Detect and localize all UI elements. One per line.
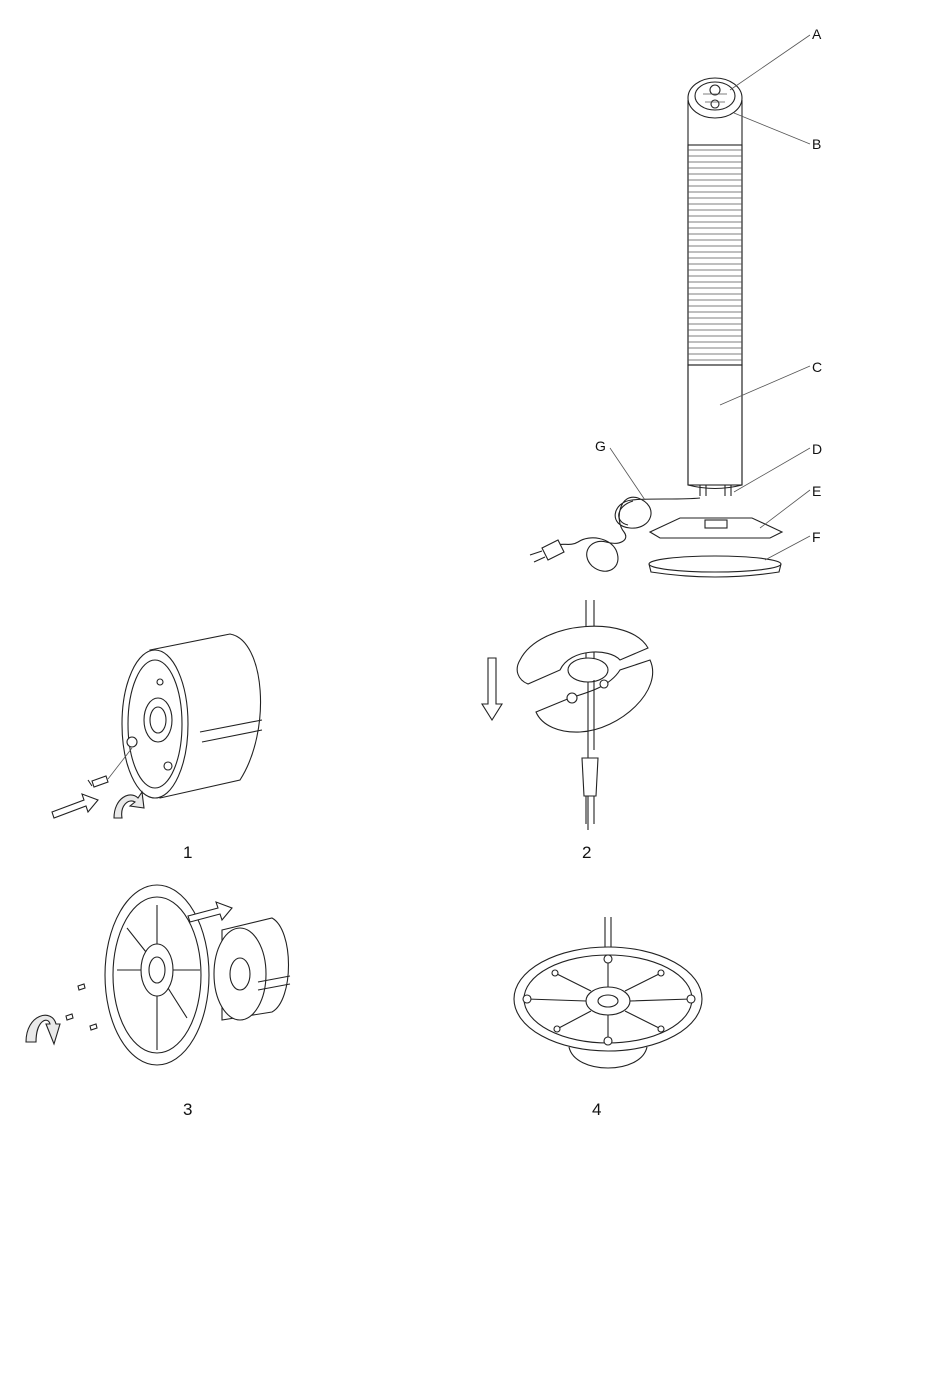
step-3-figure — [22, 890, 312, 1080]
tower-fan-overview-figure: A B C D E F G — [520, 20, 940, 590]
step-2-figure — [480, 600, 680, 840]
step-1-figure — [40, 620, 300, 840]
step-1-number: 1 — [183, 843, 192, 863]
part-label-g: G — [595, 438, 606, 454]
step-4-number: 4 — [592, 1100, 601, 1120]
step-4-figure — [505, 915, 715, 1095]
step-3-drawing — [22, 890, 312, 1080]
step-2-drawing — [480, 600, 680, 840]
part-label-c: C — [812, 359, 822, 375]
part-label-b: B — [812, 136, 821, 152]
step-2-number: 2 — [582, 843, 591, 863]
part-label-d: D — [812, 441, 822, 457]
tower-fan-drawing — [520, 20, 940, 590]
part-label-f: F — [812, 529, 821, 545]
step-4-drawing — [505, 915, 715, 1095]
step-3-number: 3 — [183, 1100, 192, 1120]
part-label-a: A — [812, 26, 821, 42]
part-label-e: E — [812, 483, 821, 499]
step-1-drawing — [40, 620, 300, 840]
